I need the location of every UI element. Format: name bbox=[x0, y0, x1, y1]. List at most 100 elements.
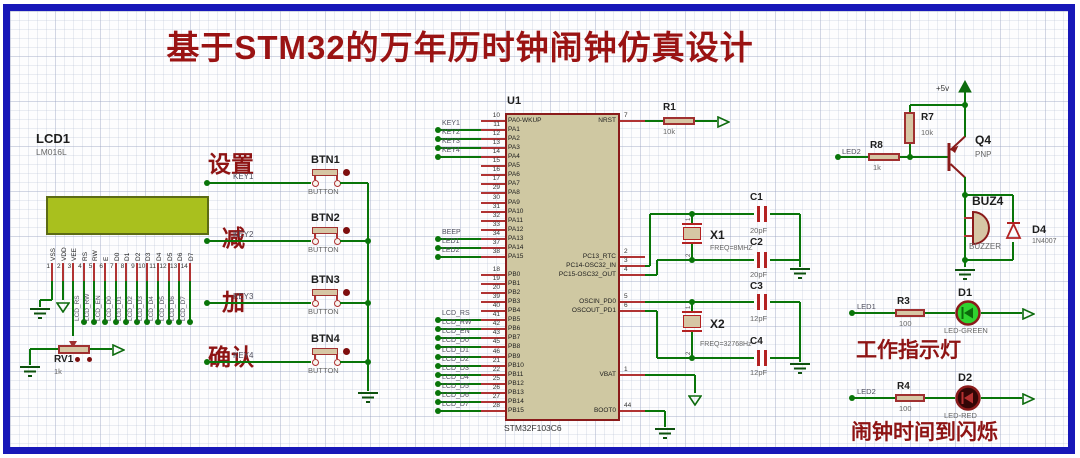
pin-stub bbox=[178, 263, 181, 281]
net-label: LED1 bbox=[442, 237, 460, 245]
led-ref: D1 bbox=[958, 287, 973, 299]
pin-name: PA11 bbox=[508, 216, 523, 224]
pin-stub bbox=[157, 263, 159, 281]
pin-stub bbox=[314, 234, 316, 238]
pin-stub bbox=[336, 176, 338, 180]
button-cap bbox=[312, 169, 338, 176]
pin-number: 17 bbox=[492, 175, 500, 183]
led-symbol bbox=[954, 299, 982, 327]
pin-number: 38 bbox=[492, 247, 500, 255]
pin-stub bbox=[314, 355, 316, 359]
net-label: LCD_D6 bbox=[442, 391, 469, 399]
junction-dot bbox=[176, 319, 183, 325]
wire-v bbox=[691, 302, 693, 311]
button-terminal bbox=[311, 237, 319, 245]
resistor-value: 1k bbox=[873, 163, 881, 172]
pin-number: 28 bbox=[492, 401, 500, 409]
pin-name: NRST bbox=[598, 117, 616, 124]
pin-number: 9 bbox=[131, 263, 135, 270]
pin-number: 13 bbox=[169, 263, 178, 270]
pin-stub bbox=[51, 263, 53, 281]
pin-number: 27 bbox=[492, 392, 500, 400]
junction-dot bbox=[962, 102, 968, 108]
pin-number: 4 bbox=[78, 263, 82, 270]
pin-stub bbox=[481, 255, 505, 258]
pin-name: D4 bbox=[156, 252, 163, 261]
led-ref: D2 bbox=[958, 372, 973, 384]
wire-v bbox=[964, 195, 966, 260]
crystal-plate bbox=[682, 330, 702, 332]
wire-v bbox=[649, 214, 651, 266]
net-label: LCD_RS bbox=[73, 295, 81, 321]
wire-v bbox=[664, 411, 666, 427]
resistor-body bbox=[895, 309, 925, 317]
button-cap bbox=[312, 227, 338, 234]
pin-name: D1 bbox=[124, 252, 132, 261]
net-label: KEY3 bbox=[233, 292, 254, 301]
power-arrow-right bbox=[717, 115, 731, 129]
pin-number: 2 bbox=[56, 263, 61, 270]
net-label: LCD_D2 bbox=[442, 355, 469, 363]
buzzer-symbol bbox=[971, 210, 999, 248]
pin-number: 5 bbox=[624, 293, 628, 300]
button-ref: BTN4 bbox=[311, 333, 340, 345]
pin-number: 40 bbox=[492, 302, 500, 310]
wire-h bbox=[695, 120, 717, 122]
resistor-body bbox=[868, 153, 900, 161]
pin-number: 18 bbox=[492, 266, 500, 273]
net-label: LCD_D1 bbox=[116, 296, 124, 321]
net-label: LCD_D2 bbox=[126, 296, 134, 321]
pin-name: PB9 bbox=[508, 352, 521, 360]
mcu-body bbox=[505, 113, 620, 421]
resistor-ref: R8 bbox=[870, 140, 883, 151]
net-label: KEY2 bbox=[233, 230, 254, 239]
pin-name: PB11 bbox=[508, 370, 524, 378]
net-label: LED2 bbox=[842, 147, 861, 156]
pin-name: PC15-OSC32_OUT bbox=[558, 271, 616, 278]
pot-value: 1k bbox=[54, 367, 62, 376]
pin-stub bbox=[82, 263, 85, 281]
resistor-value: 10k bbox=[921, 128, 934, 137]
resistor-ref: R3 bbox=[897, 296, 910, 307]
pin-number: 12 bbox=[492, 130, 500, 138]
wire-h bbox=[645, 310, 657, 312]
ground-symbol bbox=[19, 365, 41, 378]
wire-v bbox=[694, 375, 696, 393]
lcd-ref: LCD1 bbox=[36, 131, 70, 146]
crystal-plate bbox=[682, 223, 702, 225]
pin-stub bbox=[481, 301, 505, 304]
pin-stub bbox=[481, 165, 505, 168]
pin-name: PB13 bbox=[508, 388, 524, 396]
pin-number: 14 bbox=[492, 148, 500, 156]
pin-number: 1 bbox=[624, 366, 628, 373]
crystal-pin-marker: 1 bbox=[686, 217, 692, 221]
pin-stub bbox=[125, 263, 128, 281]
wire-v bbox=[178, 281, 181, 322]
wire-h bbox=[340, 240, 368, 242]
mcu-part: STM32F103C6 bbox=[504, 423, 562, 433]
button-ref: BTN3 bbox=[311, 274, 340, 286]
power-arrow-down bbox=[55, 300, 71, 314]
capacitor-value: 12pF bbox=[750, 314, 768, 323]
pin-stub bbox=[481, 409, 505, 412]
pin-number: 39 bbox=[492, 293, 500, 301]
pin-number: 15 bbox=[492, 157, 500, 165]
pin-name: PA9 bbox=[508, 198, 520, 206]
button-indicator bbox=[343, 169, 350, 176]
junction-dot bbox=[112, 319, 119, 325]
pin-name: PA0-WKUP bbox=[508, 117, 542, 124]
diode-part: 1N4007 bbox=[1032, 238, 1057, 245]
wire-v bbox=[104, 281, 106, 322]
crystal-plate bbox=[682, 242, 702, 244]
net-label: LCD_D7 bbox=[442, 400, 469, 408]
pin-number: 13 bbox=[492, 139, 500, 147]
power-arrow-right bbox=[1022, 307, 1036, 321]
wire-h bbox=[925, 397, 955, 399]
junction-dot bbox=[91, 319, 98, 325]
pin-stub bbox=[481, 183, 505, 186]
net-label: LCD_D7 bbox=[179, 296, 187, 321]
resistor-ref: R7 bbox=[921, 112, 934, 123]
pin-stub bbox=[314, 176, 316, 180]
pin-name: PB2 bbox=[508, 289, 521, 297]
